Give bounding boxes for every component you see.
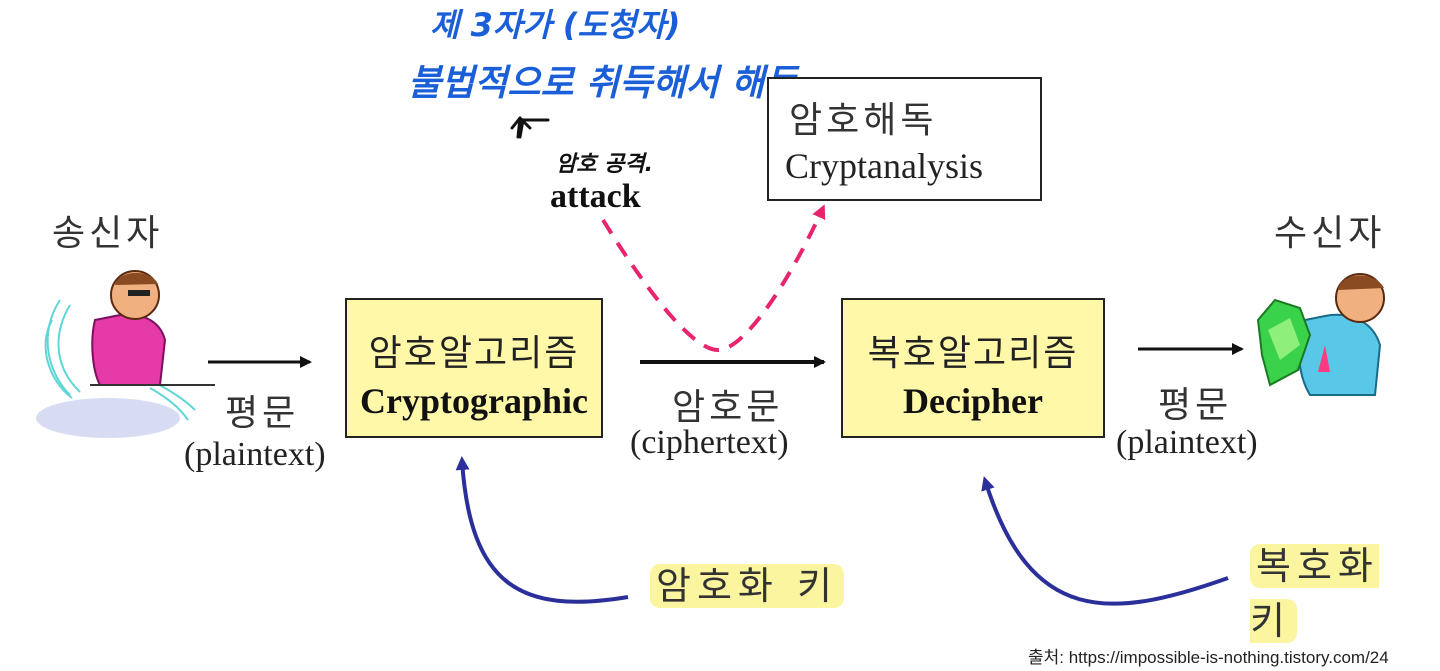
encrypt-algorithm-box: 암호알고리즘 Cryptographic xyxy=(345,298,603,438)
encrypt-key-curve xyxy=(455,456,629,604)
decrypt-algorithm-ko: 복호알고리즘 xyxy=(867,333,1079,374)
encrypt-algorithm-en: Cryptographic xyxy=(360,381,588,421)
annotation-illegal-decrypt: 불법적으로 취득해서 해독 xyxy=(408,63,798,104)
receiver-figure xyxy=(1256,273,1385,396)
attack-label: attack xyxy=(550,178,641,215)
cryptanalysis-box: 암호해독 Cryptanalysis xyxy=(767,77,1042,201)
decrypt-algorithm-box: 복호알고리즘 Decipher xyxy=(841,298,1105,438)
plaintext-in-ko: 평문 xyxy=(225,393,300,434)
decrypt-key-curve xyxy=(981,476,1229,606)
receiver-label: 수신자 xyxy=(1274,213,1386,254)
decrypt-key-label: 복호화 키 xyxy=(1250,535,1440,645)
annotation-attack-ko: 암호 공격. xyxy=(556,152,653,177)
plaintext-out-ko: 평문 xyxy=(1158,385,1233,426)
encrypt-key-label: 암호화 키 xyxy=(650,555,844,610)
plaintext-out-en: (plaintext) xyxy=(1116,424,1258,461)
ciphertext-ko: 암호문 xyxy=(672,387,784,428)
cryptanalysis-en: Cryptanalysis xyxy=(785,146,983,186)
annotation-third-party: 제 3자가 (도청자) xyxy=(430,6,681,44)
cryptanalysis-ko: 암호해독 xyxy=(789,100,938,141)
attack-curve xyxy=(601,204,826,353)
source-credit: 출처: https://impossible-is-nothing.tistor… xyxy=(1028,648,1389,667)
plaintext-in-en: (plaintext) xyxy=(184,436,326,473)
decrypt-algorithm-en: Decipher xyxy=(903,381,1043,421)
handwritten-arrow xyxy=(510,116,550,139)
sender-figure xyxy=(36,270,215,438)
ciphertext-en: (ciphertext) xyxy=(630,424,789,461)
decrypt-key-text: 복호화 키 xyxy=(1250,544,1379,643)
sender-label: 송신자 xyxy=(52,213,164,254)
encrypt-algorithm-ko: 암호알고리즘 xyxy=(368,333,580,374)
encrypt-key-text: 암호화 키 xyxy=(650,564,844,608)
